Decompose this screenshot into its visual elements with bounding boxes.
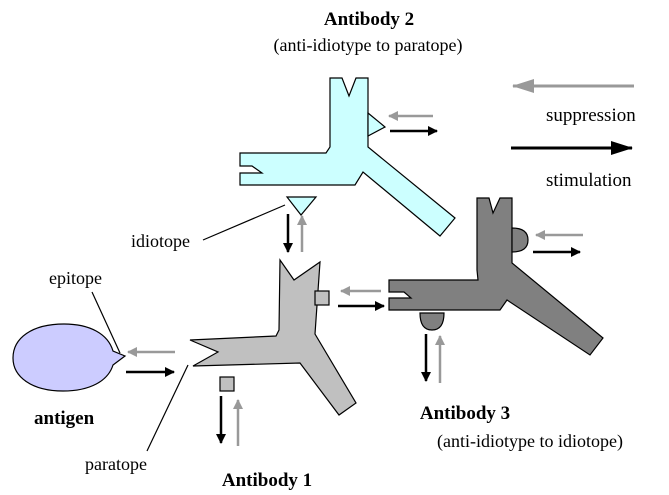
antibody1-epitope <box>315 291 329 305</box>
antibody2-shape <box>240 78 455 236</box>
antibody3-subtitle: (anti-idiotype to idiotope) <box>437 431 623 452</box>
epitope-label: epitope <box>49 268 102 288</box>
antibody2-subtitle: (anti-idiotype to paratope) <box>274 35 463 56</box>
paratope-leader <box>147 365 188 451</box>
antibody3-title: Antibody 3 <box>420 403 510 424</box>
antibody3-epitope <box>512 228 528 252</box>
antibody2-title: Antibody 2 <box>324 9 414 30</box>
idiotope-leader <box>203 205 285 240</box>
legend-stimulation-label: stimulation <box>546 170 632 191</box>
antibody1-idiotope <box>220 377 234 391</box>
antibody3-shape <box>389 198 603 355</box>
antibody2-epitope <box>368 113 385 136</box>
legend-suppression-label: suppression <box>546 105 636 126</box>
antibody1-shape <box>190 260 356 415</box>
antibody3-idiotope <box>420 313 444 330</box>
antibody1-title: Antibody 1 <box>222 470 312 491</box>
antigen-shape <box>13 324 125 391</box>
antigen-label: antigen <box>34 408 95 429</box>
idiotope-label: idiotope <box>131 231 190 251</box>
paratope-label: paratope <box>85 454 147 474</box>
antibody2-idiotope <box>287 197 316 215</box>
